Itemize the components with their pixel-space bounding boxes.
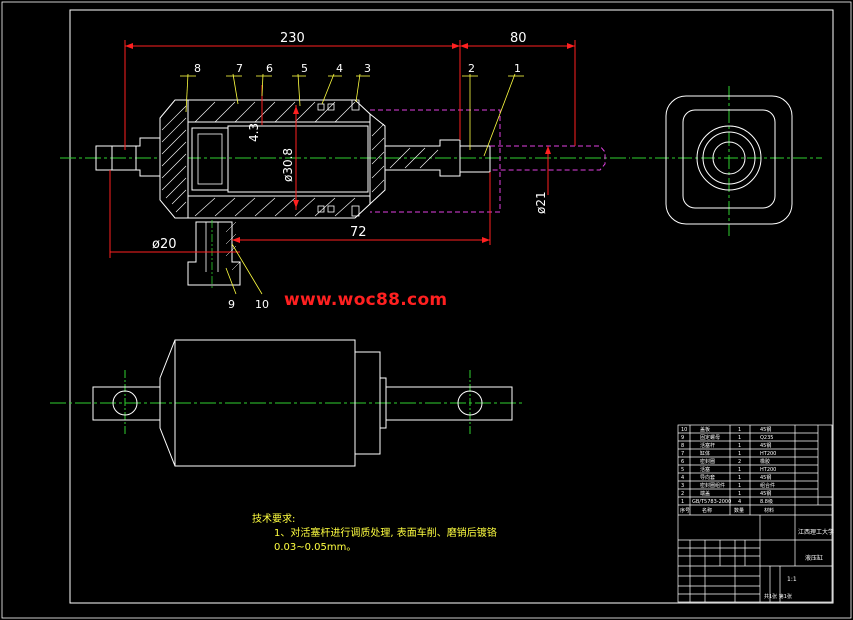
tb-row-5-qty: 1: [738, 467, 741, 473]
tb-school: 江西理工大学: [798, 528, 834, 536]
tb-row-8-no: 8: [681, 443, 684, 449]
tb-row-5-no: 5: [681, 467, 684, 473]
tb-row-7-qty: 1: [738, 451, 741, 457]
tb-row-7-name: 缸体: [700, 450, 710, 457]
part-label-1: 1: [514, 62, 521, 75]
part-label-9: 9: [228, 298, 235, 311]
tb-row-1-no: 1: [681, 499, 684, 505]
notes-line-2: 0.03~0.05mm。: [274, 542, 357, 553]
tb-row-2-no: 2: [681, 491, 684, 497]
dim-72: 72: [350, 225, 367, 240]
tb-row-2-name: 端盖: [700, 490, 710, 497]
part-label-6: 6: [266, 62, 273, 75]
tb-row-8-mat: 45钢: [760, 442, 771, 449]
tb-row-7-mat: HT200: [760, 451, 776, 457]
tb-header-mat: 材料: [764, 507, 774, 514]
tb-row-8-name: 活塞杆: [700, 442, 715, 449]
technical-notes: 技术要求: 1、对活塞杆进行调质处理, 表面车削、磨销后镀铬 0.03~0.05…: [252, 513, 497, 555]
tb-row-4-no: 4: [681, 475, 684, 481]
tb-row-6-qty: 2: [738, 459, 741, 465]
tb-row-10-no: 10: [681, 427, 687, 433]
part-label-5: 5: [301, 62, 308, 75]
inner-frame: [69, 9, 834, 604]
tb-row-4-qty: 1: [738, 475, 741, 481]
tb-row-10-qty: 1: [738, 427, 741, 433]
watermark: www.woc88.com: [284, 290, 448, 310]
tb-row-6-no: 6: [681, 459, 684, 465]
tb-row-2-mat: 45钢: [760, 490, 771, 497]
dim-4-3: 4.3: [247, 123, 261, 142]
tb-row-7-no: 7: [681, 451, 684, 457]
part-label-7: 7: [236, 62, 243, 75]
tb-row-3-mat: 组合件: [760, 482, 775, 489]
tb-row-4-name: 导向套: [700, 474, 715, 481]
notes-line-1: 1、对活塞杆进行调质处理, 表面车削、磨销后镀铬: [274, 528, 497, 539]
tb-header-no: 序号: [680, 507, 690, 514]
tb-row-9-name: 固定螺母: [700, 434, 720, 441]
dim-230: 230: [280, 31, 305, 46]
section-view: 230 80 ø30.8 4.3 ø21 ø20 72 8 7 6 5 4 3 …: [60, 31, 630, 311]
part-label-10: 10: [255, 298, 269, 311]
tb-row-10-mat: 45钢: [760, 426, 771, 433]
part-label-2: 2: [468, 62, 475, 75]
dim-phi21: ø21: [534, 191, 548, 214]
tb-row-6-name: 密封圈: [700, 458, 715, 465]
dim-phi30: ø30.8: [281, 148, 295, 182]
title-block-text: 10 盖板 1 45钢 9 固定螺母 1 Q235 8 活塞杆 1 45钢 7 …: [680, 426, 834, 600]
tb-row-3-name: 密封圈组件: [700, 482, 725, 489]
top-view: [50, 339, 525, 467]
notes-heading: 技术要求:: [252, 514, 296, 525]
tb-row-5-name: 活塞: [700, 466, 710, 473]
tb-row-3-no: 3: [681, 483, 684, 489]
tb-row-1-mat: 8.8级: [760, 498, 773, 505]
tb-row-2-qty: 1: [738, 491, 741, 497]
tb-row-9-no: 9: [681, 435, 684, 441]
tb-row-4-mat: 45钢: [760, 474, 771, 481]
part-label-8: 8: [194, 62, 201, 75]
tb-row-1-name: GB/T5783-2000: [692, 499, 731, 505]
dim-phi20: ø20: [152, 237, 177, 252]
part-label-3: 3: [364, 62, 371, 75]
tb-scale: 1:1: [787, 576, 797, 583]
tb-row-1-qty: 4: [738, 499, 741, 505]
title-block: [677, 424, 833, 603]
tb-row-3-qty: 1: [738, 483, 741, 489]
dim-80: 80: [510, 31, 527, 46]
tb-row-6-mat: 橡胶: [760, 458, 770, 465]
tb-row-8-qty: 1: [738, 443, 741, 449]
tb-row-9-mat: Q235: [760, 435, 773, 441]
tb-row-9-qty: 1: [738, 435, 741, 441]
tb-drawing-title: 液压缸: [805, 554, 823, 562]
tb-sheet: 共1张 第1张: [764, 593, 792, 600]
tb-row-10-name: 盖板: [700, 426, 710, 433]
tb-header-qty: 数量: [734, 507, 744, 514]
part-label-4: 4: [336, 62, 343, 75]
side-view: [632, 86, 822, 236]
tb-row-5-mat: HT200: [760, 467, 776, 473]
tb-header-name: 名称: [702, 507, 712, 514]
